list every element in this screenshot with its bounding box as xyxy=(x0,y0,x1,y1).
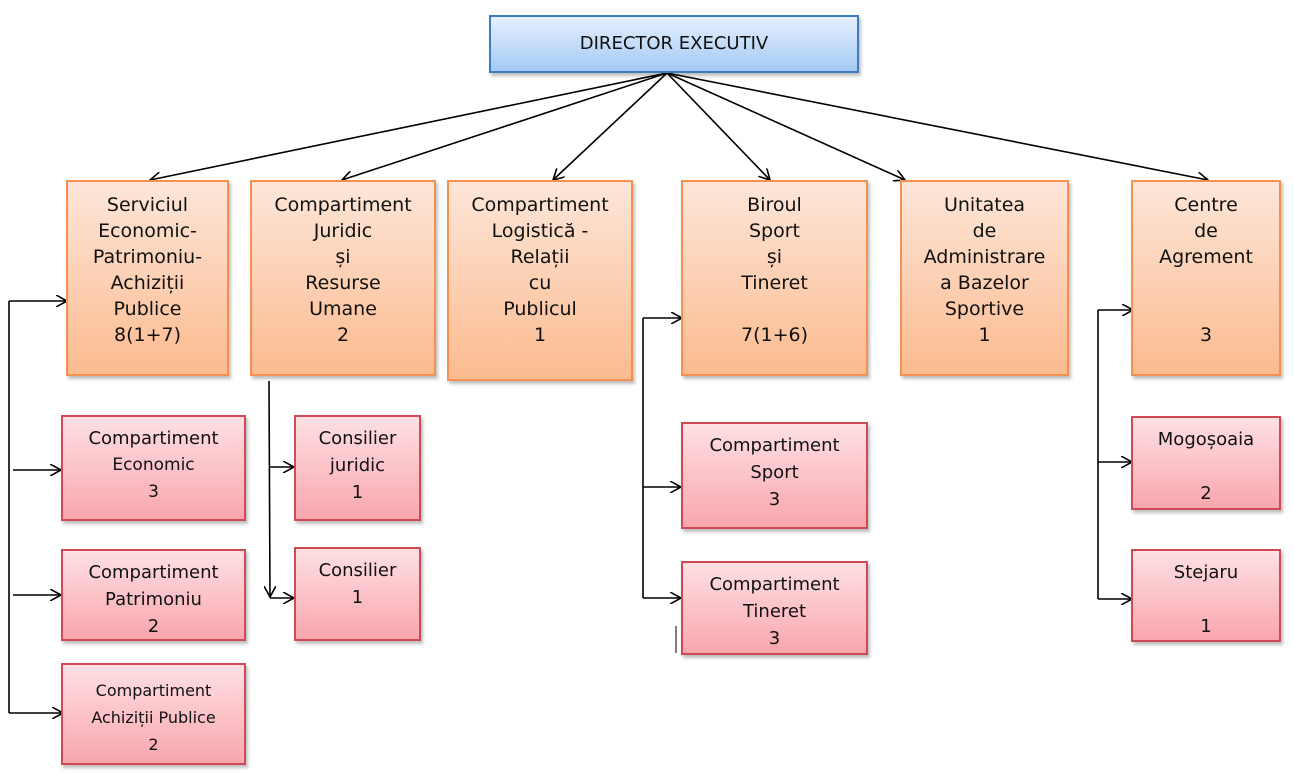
box-label: Unitatea xyxy=(943,194,1026,216)
box-label: Umane xyxy=(309,298,377,320)
headcount: 2 xyxy=(147,616,160,637)
headcount: 3 xyxy=(768,628,781,649)
subunit-comp-sport: Compartiment Sport 3 xyxy=(681,422,868,529)
headcount: 2 xyxy=(336,324,350,346)
subunit-mogosoaia: Mogoșoaia 2 xyxy=(1131,416,1281,510)
box-label: Compartiment xyxy=(709,574,840,595)
box-label: și xyxy=(335,246,351,268)
spacer xyxy=(1203,586,1209,613)
box-label: Consilier xyxy=(318,428,397,449)
box-label: juridic xyxy=(329,455,386,476)
box-label: Economic- xyxy=(98,220,197,242)
subunit-stejaru: Stejaru 1 xyxy=(1131,549,1281,642)
box-label: Administrare xyxy=(923,246,1046,268)
box-label: Stejaru xyxy=(1173,562,1239,583)
box-label: Achiziții Publice xyxy=(91,708,216,727)
box-label: a Bazelor xyxy=(940,272,1029,294)
box-label: Juridic xyxy=(313,220,373,242)
subunit-comp-economic: Compartiment Economic 3 xyxy=(61,415,246,521)
headcount: 3 xyxy=(768,489,781,510)
box-label: Tineret xyxy=(742,601,807,622)
box-label: de xyxy=(972,220,997,242)
box-label: Compartiment xyxy=(471,194,609,216)
subunit-comp-patrimoniu: Compartiment Patrimoniu 2 xyxy=(61,549,246,641)
box-label: Sport xyxy=(750,462,799,483)
box-label: Relații xyxy=(510,246,570,268)
department-agrement: Centre de Agrement 3 xyxy=(1131,180,1281,376)
box-label: Resurse xyxy=(305,272,381,294)
subunit-comp-achizitii: Compartiment Achiziții Publice 2 xyxy=(61,663,246,765)
box-label: Achiziții xyxy=(110,272,185,294)
box-label: Tineret xyxy=(741,272,808,294)
headcount: 8(1+7) xyxy=(113,324,181,346)
box-label: Compartiment xyxy=(88,428,219,449)
connector-director-juridic xyxy=(342,72,668,180)
subunit-consilier-juridic: Consilier juridic 1 xyxy=(294,415,421,521)
box-label: Compartiment xyxy=(709,435,840,456)
box-label: Patrimoniu xyxy=(105,589,202,610)
headcount: 7(1+6) xyxy=(740,324,808,346)
department-baze-sportive: Unitatea de Administrare a Bazelor Sport… xyxy=(900,180,1069,376)
headcount: 3 xyxy=(1199,324,1213,346)
box-label: Biroul xyxy=(747,194,802,216)
headcount: 1 xyxy=(351,482,364,503)
spacer xyxy=(1203,453,1209,480)
department-economic: Serviciul Economic- Patrimoniu- Achiziți… xyxy=(66,180,229,376)
box-label: Mogoșoaia xyxy=(1157,429,1255,450)
box-label xyxy=(1203,296,1209,322)
connector-juridic-spine xyxy=(269,380,270,597)
subunit-consilier: Consilier 1 xyxy=(294,547,421,641)
box-label: Economic xyxy=(112,455,195,475)
headcount: 1 xyxy=(1200,616,1212,637)
box-label xyxy=(1203,270,1209,296)
connector-director-sport xyxy=(666,72,770,180)
department-logistica: Compartiment Logistică - Relații cu Publ… xyxy=(447,180,633,381)
headcount: 1 xyxy=(351,587,364,608)
box-label: Sportive xyxy=(944,298,1025,320)
box-label: Publice xyxy=(113,298,182,320)
box-label: Consilier xyxy=(318,560,397,581)
box-label: Agrement xyxy=(1159,246,1253,268)
box-label: Publicul xyxy=(503,298,577,320)
box-label: Sport xyxy=(748,220,800,242)
box-label: Compartiment xyxy=(88,562,219,583)
connector-director-economic xyxy=(150,72,668,180)
box-label: Patrimoniu- xyxy=(92,246,203,268)
connector-director-baze xyxy=(666,72,905,180)
box-label: și xyxy=(766,246,783,268)
box-label: Serviciul xyxy=(106,194,189,216)
box-label xyxy=(771,296,777,322)
headcount: 3 xyxy=(148,482,159,502)
headcount: 1 xyxy=(978,324,991,346)
subunit-comp-tineret: Compartiment Tineret 3 xyxy=(681,561,868,655)
box-label: Compartiment xyxy=(95,681,212,700)
box-label: DIRECTOR EXECUTIV xyxy=(579,33,769,54)
headcount: 2 xyxy=(1200,483,1212,504)
connector-director-agrement xyxy=(666,72,1208,180)
connector-director-logistica xyxy=(553,72,668,180)
director-executiv-box: DIRECTOR EXECUTIV xyxy=(489,15,859,73)
box-label: Centre xyxy=(1174,194,1238,216)
box-label: cu xyxy=(528,272,552,294)
box-label: de xyxy=(1194,220,1218,242)
headcount: 2 xyxy=(148,735,159,754)
box-label: Compartiment xyxy=(274,194,412,216)
box-label: Logistică - xyxy=(491,220,589,242)
department-sport: Biroul Sport și Tineret 7(1+6) xyxy=(681,180,868,376)
department-juridic: Compartiment Juridic și Resurse Umane 2 xyxy=(250,180,436,376)
headcount: 1 xyxy=(533,324,547,346)
